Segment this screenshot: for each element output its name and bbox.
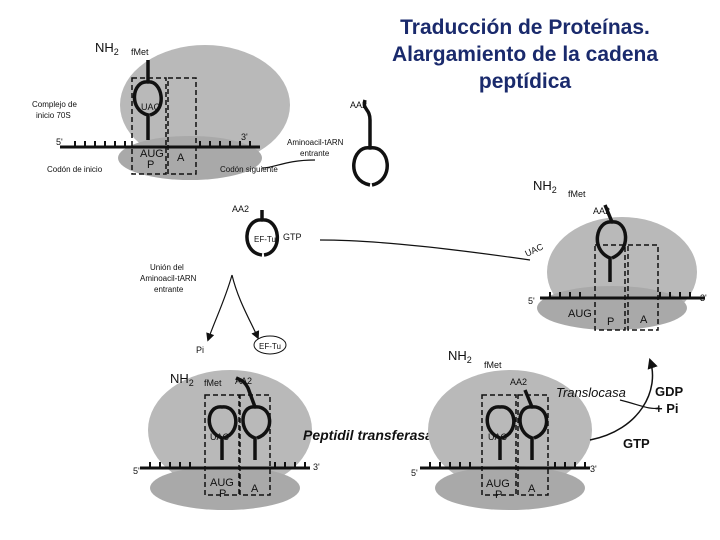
aug-codon: AUG (210, 477, 234, 489)
three-prime-label: 3' (313, 462, 320, 472)
trna-a-site (518, 389, 549, 460)
fmet-label: fMet (484, 360, 502, 370)
pi-label: Pi (196, 345, 204, 355)
arrow-release-pi (206, 274, 233, 342)
five-prime-label: 5' (56, 137, 63, 147)
five-prime-label: 5' (528, 296, 535, 306)
a-site-box (517, 394, 549, 496)
a-site-box (239, 394, 271, 496)
fmet-label: fMet (204, 378, 222, 388)
aa2-label: AA2 (510, 377, 527, 387)
three-prime-label: 3' (700, 293, 707, 303)
uac-anticodon: UAC (141, 102, 161, 112)
uac-anticodon: UAC (488, 432, 508, 442)
aminoacyl-label-1: Aminoacil-tARN (287, 138, 344, 147)
plus-pi-label: + Pi (655, 401, 679, 416)
ef-tu-label-2: EF-Tu (259, 342, 281, 351)
p-site-box (594, 244, 626, 331)
nh2-label: NH2 (448, 348, 472, 365)
trna-fmet (595, 204, 628, 282)
arrow-release-eftu (231, 274, 260, 340)
mrna-ticks (149, 462, 306, 468)
title-line-1: Traducción de Proteínas. (400, 16, 650, 39)
complex-label-1: Complejo de (32, 100, 77, 109)
ribosome-large-subunit (148, 370, 312, 490)
translocase-label: Translocasa (556, 385, 626, 400)
mrna-ticks (429, 462, 586, 468)
nh2-label: NH2 (170, 371, 194, 388)
gtp-label: GTP (283, 232, 302, 242)
gdp-label: GDP (655, 384, 684, 399)
complex-label-2: inicio 70S (36, 111, 71, 120)
a-site-box (627, 244, 659, 331)
p-site-label: P (495, 489, 502, 501)
aminoacyl-label-2: entrante (300, 149, 330, 158)
arrow-translocation-cycle (589, 358, 658, 441)
panel-binding: NH2 fMet AA2 AA2 EF-Tu GTP UAC AUG P A 5… (140, 178, 707, 355)
ribosome-small-subunit (150, 466, 300, 510)
diagram-title: Traducción de Proteínas. Alargamiento de… (360, 14, 690, 95)
title-line-2: Alargamiento de la cadena (391, 43, 659, 66)
aa2-label: AA2 (350, 100, 367, 110)
p-site-box (481, 394, 517, 496)
trna-fmet (132, 60, 163, 140)
a-site-box (167, 77, 197, 175)
gtp-label: GTP (623, 436, 650, 451)
aug-codon: AUG (568, 308, 592, 320)
binding-label-3: entrante (154, 285, 184, 294)
approach-arrow (319, 239, 531, 261)
ribosome-small-subunit (435, 466, 585, 510)
a-site-label: A (251, 483, 259, 495)
binding-label-1: Unión del (150, 263, 184, 272)
arrow-gtp-hydrolysis (619, 399, 659, 410)
panel-peptide-bond: NH2 fMet AA2 UAC AUG P A 5' 3' Peptidil … (133, 370, 433, 510)
aug-codon: AUG (140, 148, 164, 160)
nh2-label: NH2 (95, 40, 119, 57)
p-site-box (204, 394, 240, 496)
p-site-label: P (607, 316, 614, 328)
panel-translocation: NH2 fMet AA2 UAC AUG P A 5' 3' Transloca… (411, 348, 684, 510)
ribosome-large-subunit (120, 45, 290, 165)
a-site-label: A (640, 314, 648, 326)
aug-codon: AUG (486, 478, 510, 490)
a-site-label: A (528, 483, 536, 495)
ef-tu-blob (253, 335, 287, 355)
mrna-ticks (74, 141, 251, 147)
three-prime-label: 3' (590, 464, 597, 474)
trna-aa2-incoming (352, 99, 389, 187)
trna-p-site (207, 405, 238, 460)
binding-label-2: Aminoacil-tARN (140, 274, 197, 283)
trna-p-site (485, 405, 516, 460)
title-line-3: peptídica (478, 70, 572, 93)
p-site-label: P (219, 488, 226, 500)
arrow-incoming-trna (261, 159, 316, 169)
uac-anticodon: UAC (523, 241, 545, 258)
five-prime-label: 5' (133, 466, 140, 476)
aa2-label: AA2 (235, 376, 252, 386)
trna-a-site (235, 376, 272, 460)
five-prime-label: 5' (411, 468, 418, 478)
uac-anticodon: UAC (210, 432, 230, 442)
next-codon-label: Codón siguiente (220, 165, 278, 174)
mrna-ticks (549, 292, 691, 298)
p-site-label: P (147, 159, 154, 171)
ef-tu-label: EF-Tu (254, 235, 276, 244)
a-site-label: A (177, 152, 185, 164)
nh2-label: NH2 (533, 178, 557, 195)
peptidyl-transferase-label: Peptidil transferasa (303, 427, 433, 443)
three-prime-label: 3' (241, 132, 248, 142)
aa2-label-right: AA2 (593, 206, 610, 216)
panel-initiation-complex: NH2 fMet UAC AUG P A AA2 5' 3' Complejo … (32, 40, 389, 187)
fmet-label: fMet (131, 47, 149, 57)
trna-aa2-ef-tu (245, 210, 280, 257)
start-codon-label: Codón de inicio (47, 165, 103, 174)
aa2-label-left: AA2 (232, 204, 249, 214)
fmet-label: fMet (568, 189, 586, 199)
